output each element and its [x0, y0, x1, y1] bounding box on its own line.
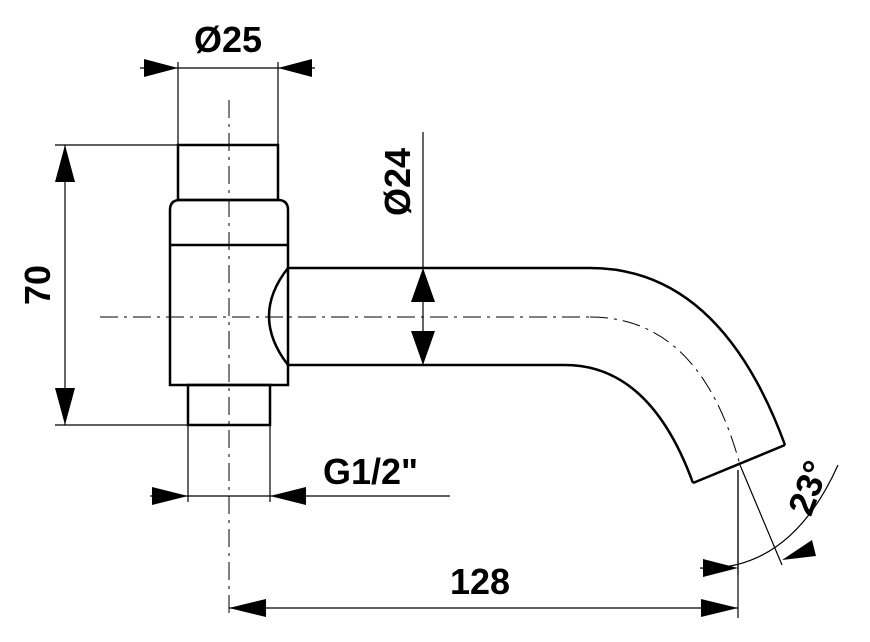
arrow [55, 388, 75, 425]
arrow [152, 487, 188, 505]
spout [267, 266, 787, 485]
spout-centerline [589, 316, 741, 466]
arrow [703, 559, 738, 577]
spout-top-edge [288, 266, 787, 446]
arrow [782, 540, 816, 560]
arrow [701, 599, 738, 617]
label-angle: 23° [780, 455, 837, 520]
faucet-body [168, 143, 290, 427]
label-length: 128 [450, 561, 510, 602]
dimension-height: 70 [17, 144, 188, 426]
label-top-diameter: Ø25 [194, 19, 262, 60]
arrow [278, 59, 312, 77]
dimension-spout-diameter: Ø24 [377, 132, 435, 365]
top-cap [176, 143, 280, 202]
label-thread: G1/2" [323, 451, 418, 492]
label-spout-diameter: Ø24 [377, 148, 418, 216]
valve-body [168, 198, 290, 387]
arrow [55, 145, 75, 182]
arrow [144, 59, 178, 77]
thread-connector [186, 383, 272, 427]
spout-outlet [692, 443, 786, 485]
center-lines [100, 100, 741, 615]
spout-joint [267, 267, 289, 366]
dimension-top-diameter: Ø25 [140, 19, 315, 145]
arrow [270, 487, 306, 505]
dimension-thread: G1/2" [150, 425, 450, 505]
label-height: 70 [17, 265, 58, 305]
dimension-angle: 23° [699, 455, 839, 577]
spout-bottom-edge [288, 363, 695, 484]
dimension-length: 128 [229, 470, 739, 618]
arrow [411, 331, 435, 365]
arrow [229, 599, 266, 617]
arrow [411, 268, 435, 302]
